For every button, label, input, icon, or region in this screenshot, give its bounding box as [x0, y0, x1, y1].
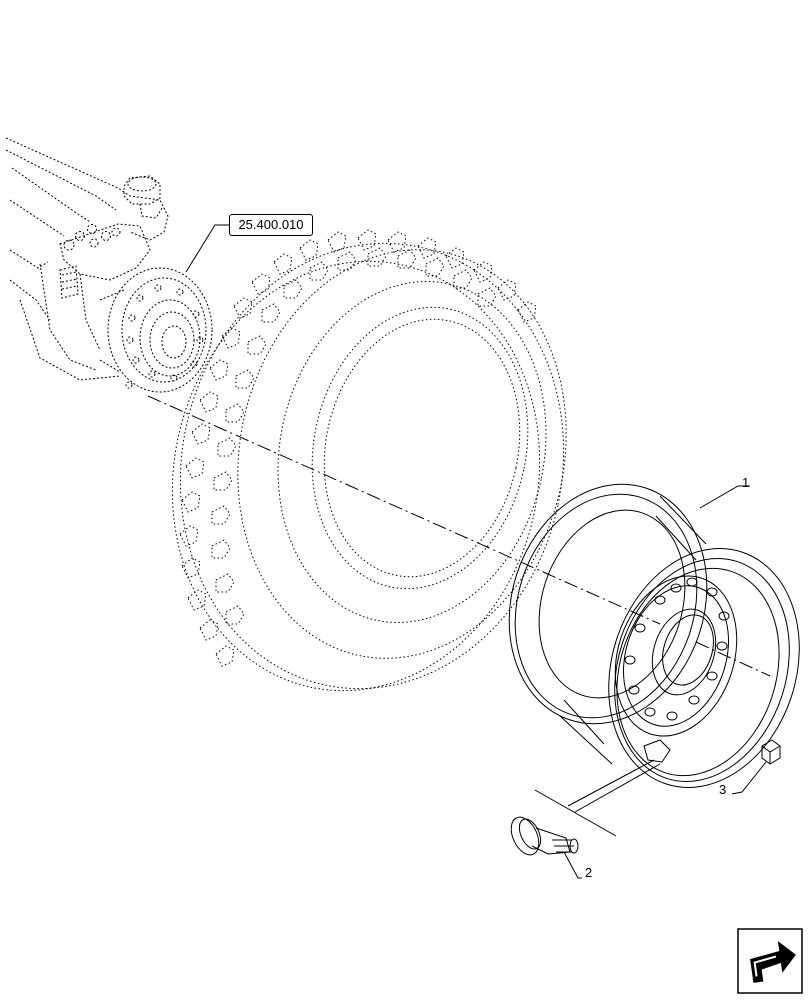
- callout-leader-3: [731, 761, 767, 795]
- reference-leader: [185, 224, 229, 273]
- tyre: [171, 229, 567, 692]
- wheel-bolt: [761, 739, 781, 765]
- valve-stem: [510, 816, 579, 856]
- reference-number-box[interactable]: 25.400.010: [229, 214, 313, 236]
- axle-housing: [5, 137, 213, 393]
- wheel-rim: [508, 483, 800, 788]
- back-navigation-button[interactable]: [737, 928, 803, 994]
- callout-1: 1: [742, 475, 750, 490]
- callout-leader-2: [563, 851, 582, 879]
- section-marker: [534, 759, 661, 837]
- callout-leader-1: [699, 485, 750, 509]
- assembly-axis: [147, 395, 771, 677]
- callout-3: 3: [719, 782, 727, 797]
- back-arrow-icon: [737, 928, 803, 994]
- callout-2: 2: [585, 865, 593, 880]
